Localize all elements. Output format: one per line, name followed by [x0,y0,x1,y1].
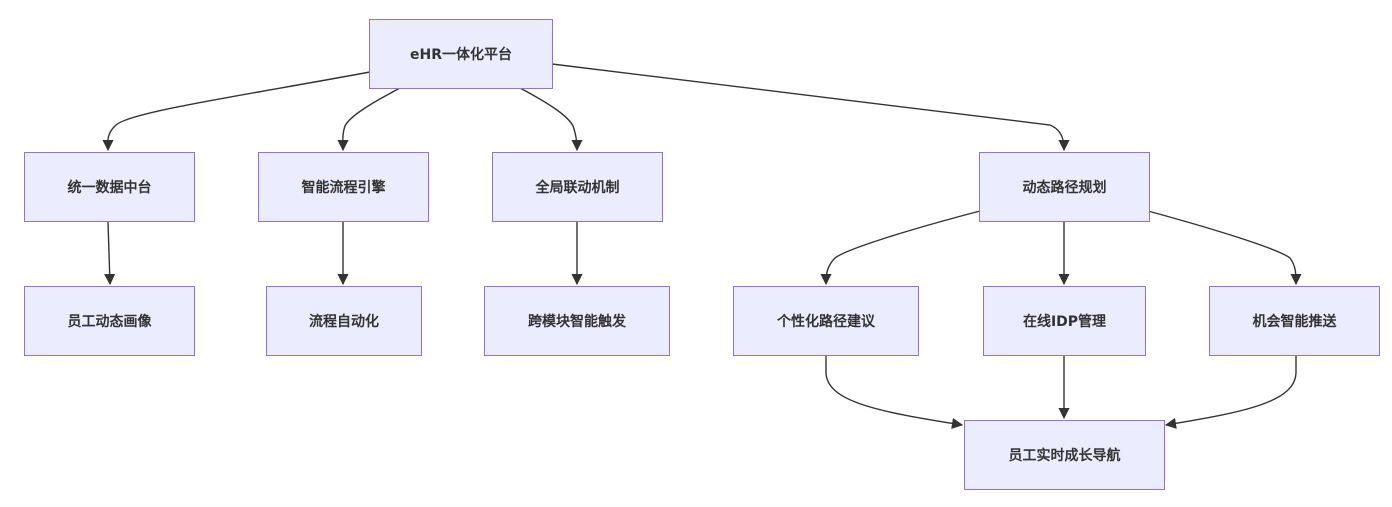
edge-data-platform-employee-profile [104,221,116,286]
edge-root-global-linkage [519,87,583,152]
node-dynamic-path-planning: 动态路径规划 [979,152,1150,222]
edge-dynamic-path-personalized-path [820,210,981,286]
edge-opportunity-push-growth-navigation [1164,356,1297,429]
edge-root-data-platform [102,71,371,152]
node-intelligent-workflow-engine: 智能流程引擎 [258,152,429,222]
node-employee-dynamic-profile: 员工动态画像 [24,286,195,356]
node-personalized-path-suggestion: 个性化路径建议 [733,286,919,356]
node-global-linkage: 全局联动机制 [492,152,663,222]
node-online-idp-management: 在线IDP管理 [983,286,1146,356]
node-employee-growth-navigation: 员工实时成长导航 [964,420,1165,490]
node-process-automation: 流程自动化 [266,286,422,356]
node-cross-module-trigger: 跨模块智能触发 [484,286,670,356]
edge-dynamic-path-opportunity-push [1147,210,1302,286]
edge-root-workflow-engine [337,87,401,152]
node-unified-data-platform: 统一数据中台 [24,152,195,222]
node-ehr-platform: eHR一体化平台 [369,19,553,89]
edge-root-dynamic-path [551,63,1070,152]
node-opportunity-smart-push: 机会智能推送 [1209,286,1380,356]
edge-personalized-path-growth-navigation [825,356,964,429]
